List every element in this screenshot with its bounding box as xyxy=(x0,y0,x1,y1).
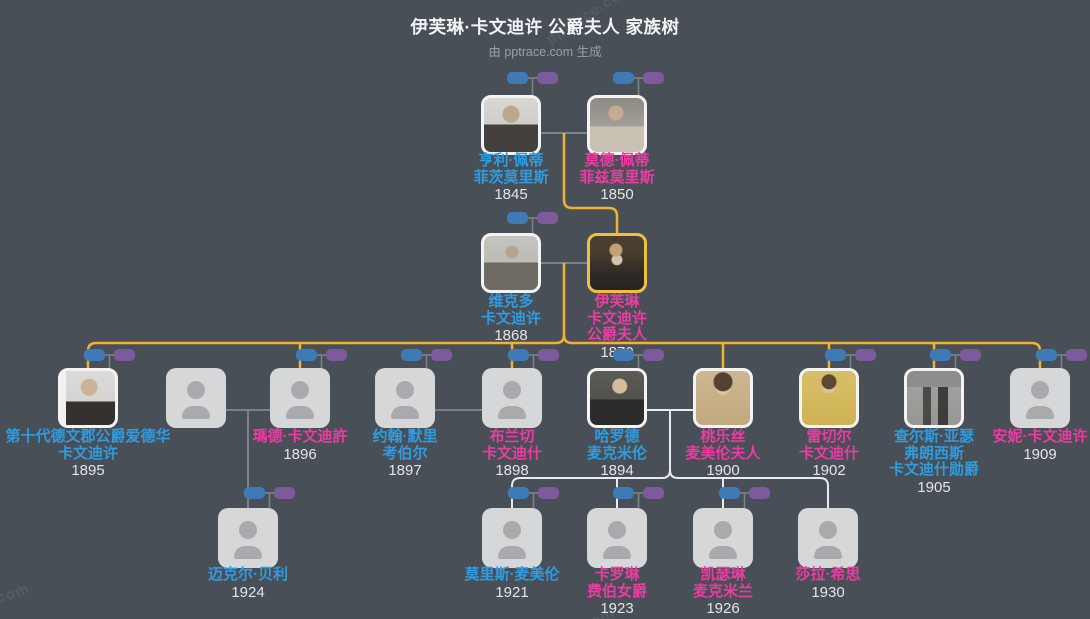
badge-parent-female-anne[interactable] xyxy=(1066,349,1087,361)
avatar-body-icon xyxy=(814,546,842,559)
badge-parent-male-catherine[interactable] xyxy=(719,487,740,499)
avatar-head-icon xyxy=(503,381,521,399)
badge-parent-female-rachel[interactable] xyxy=(855,349,876,361)
badge-parent-male-anne[interactable] xyxy=(1036,349,1057,361)
badge-parent-female-victor[interactable] xyxy=(537,212,558,224)
badge-parent-female-caroline[interactable] xyxy=(643,487,664,499)
badge-parent-female-maud[interactable] xyxy=(326,349,347,361)
avatar-head-icon xyxy=(503,521,521,539)
person-placeholder-maud_spouse[interactable] xyxy=(166,368,226,428)
badge-parent-male-maude[interactable] xyxy=(613,72,634,84)
avatar-body-icon xyxy=(498,546,526,559)
person-placeholder-maurice[interactable] xyxy=(482,508,542,568)
badge-parent-female-blanche[interactable] xyxy=(538,349,559,361)
person-placeholder-caroline[interactable] xyxy=(587,508,647,568)
person-photo-edward[interactable] xyxy=(58,368,118,428)
badge-parent-male-caroline[interactable] xyxy=(613,487,634,499)
badge-parent-female-maurice[interactable] xyxy=(538,487,559,499)
badge-parent-female-maude[interactable] xyxy=(643,72,664,84)
badge-parent-male-blanche[interactable] xyxy=(508,349,529,361)
avatar-body-icon xyxy=(286,406,314,419)
badge-parent-female-henry[interactable] xyxy=(537,72,558,84)
badge-parent-male-maud[interactable] xyxy=(296,349,317,361)
person-placeholder-maud[interactable] xyxy=(270,368,330,428)
avatar-head-icon xyxy=(1031,381,1049,399)
avatar-head-icon xyxy=(291,381,309,399)
person-photo-evelyn[interactable] xyxy=(587,233,647,293)
person-placeholder-michael[interactable] xyxy=(218,508,278,568)
badge-parent-female-edward[interactable] xyxy=(114,349,135,361)
person-photo-charles[interactable] xyxy=(904,368,964,428)
person-placeholder-john[interactable] xyxy=(375,368,435,428)
badge-parent-female-harold[interactable] xyxy=(643,349,664,361)
badge-parent-male-john[interactable] xyxy=(401,349,422,361)
badge-parent-female-john[interactable] xyxy=(431,349,452,361)
person-placeholder-anne[interactable] xyxy=(1010,368,1070,428)
person-photo-henry[interactable] xyxy=(481,95,541,155)
avatar-head-icon xyxy=(239,521,257,539)
badge-parent-male-victor[interactable] xyxy=(507,212,528,224)
person-placeholder-sarah[interactable] xyxy=(798,508,858,568)
person-photo-dorothy[interactable] xyxy=(693,368,753,428)
badge-parent-male-michael[interactable] xyxy=(244,487,265,499)
avatar-head-icon xyxy=(714,521,732,539)
badge-parent-female-catherine[interactable] xyxy=(749,487,770,499)
avatar-head-icon xyxy=(187,381,205,399)
badge-parent-female-michael[interactable] xyxy=(274,487,295,499)
avatar-head-icon xyxy=(819,521,837,539)
avatar-body-icon xyxy=(391,406,419,419)
page-subtitle: 由 pptrace.com 生成 xyxy=(488,45,602,59)
page-title: 伊芙琳·卡文迪许 公爵夫人 家族树 xyxy=(410,17,680,37)
avatar-head-icon xyxy=(608,521,626,539)
avatar-body-icon xyxy=(709,546,737,559)
badge-parent-male-maurice[interactable] xyxy=(508,487,529,499)
avatar-body-icon xyxy=(234,546,262,559)
person-placeholder-blanche[interactable] xyxy=(482,368,542,428)
badge-parent-male-harold[interactable] xyxy=(613,349,634,361)
badge-parent-male-rachel[interactable] xyxy=(825,349,846,361)
badge-parent-male-charles[interactable] xyxy=(930,349,951,361)
avatar-body-icon xyxy=(182,406,210,419)
person-photo-victor[interactable] xyxy=(481,233,541,293)
avatar-body-icon xyxy=(603,546,631,559)
avatar-body-icon xyxy=(498,406,526,419)
badge-parent-male-edward[interactable] xyxy=(84,349,105,361)
avatar-body-icon xyxy=(1026,406,1054,419)
badge-parent-female-charles[interactable] xyxy=(960,349,981,361)
badge-parent-male-henry[interactable] xyxy=(507,72,528,84)
person-placeholder-catherine[interactable] xyxy=(693,508,753,568)
person-photo-rachel[interactable] xyxy=(799,368,859,428)
person-photo-maude[interactable] xyxy=(587,95,647,155)
person-photo-harold[interactable] xyxy=(587,368,647,428)
avatar-head-icon xyxy=(396,381,414,399)
